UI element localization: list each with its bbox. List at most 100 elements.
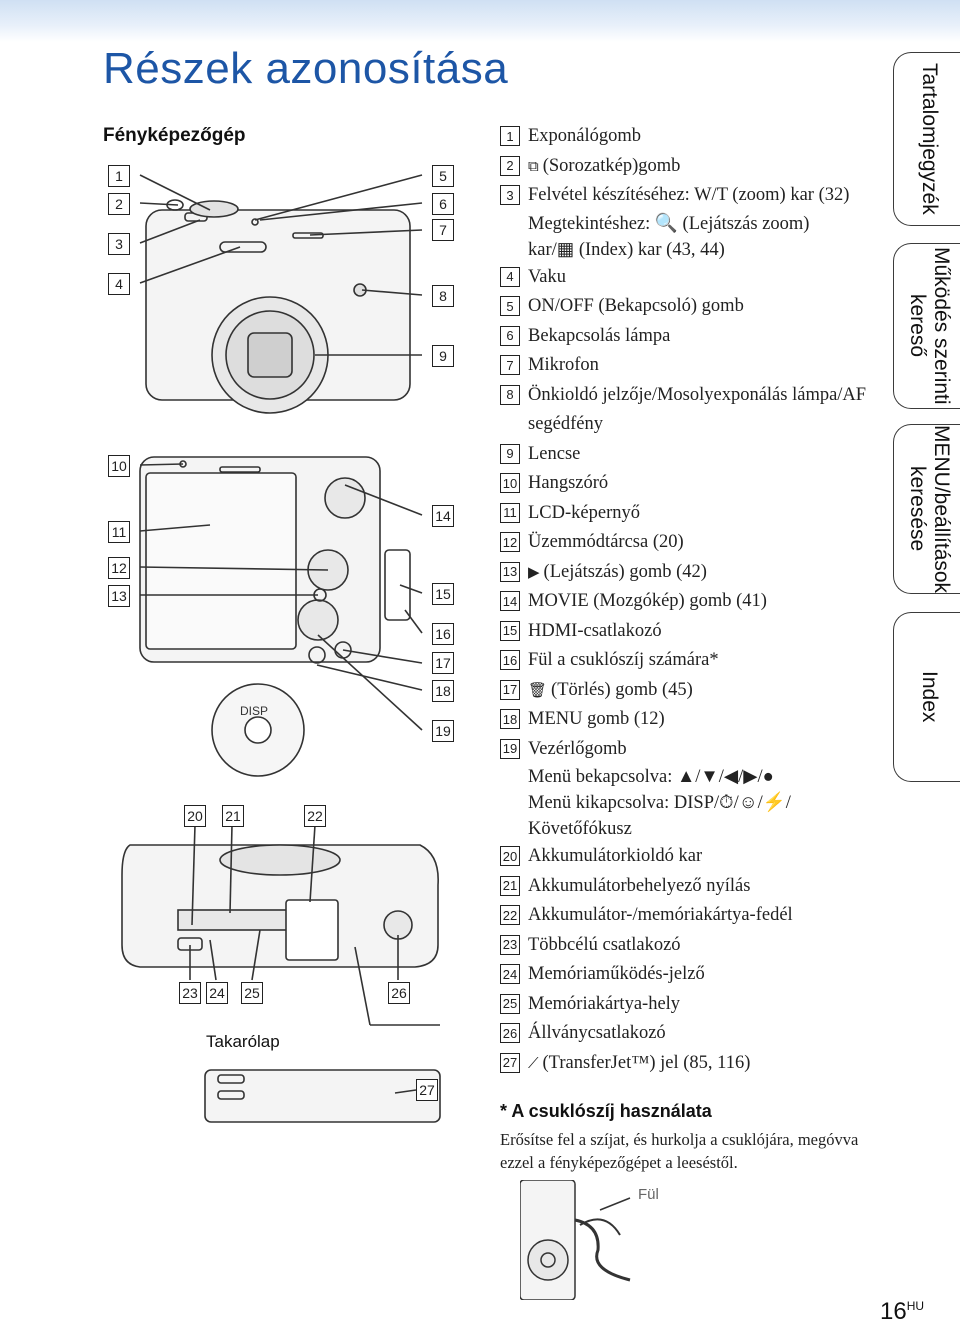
note-heading: * A csuklószíj használata [500,1101,712,1121]
part-number: 13 [500,561,520,582]
part-number: 5 [500,296,520,316]
part-number: 18 [500,709,520,729]
callout-17: 17 [432,652,454,674]
part-number: 14 [500,591,520,611]
top-banner [0,0,960,42]
part-label: (Sorozatkép)gomb [542,155,681,176]
part-number: 16 [500,650,520,670]
part-label: Fül a csuklószíj számára* [528,650,719,670]
cover-label: Takarólap [206,1032,280,1051]
part-number: 27 [500,1052,520,1073]
part-label: Többcélú csatlakozó [528,934,681,955]
part-number: 25 [500,993,520,1014]
tab-index[interactable]: Index [893,612,960,782]
strap-figure [519,1179,631,1301]
tab-contents[interactable]: Tartalomjegyzék [893,52,960,226]
part-label: Önkioldó jelzője/Mosolyexponálás lámpa/A… [528,384,867,435]
callout-11: 11 [108,521,130,543]
callout-13: 13 [108,585,130,607]
tab-operation-search[interactable]: Működés szerinti kereső [893,243,960,409]
part-label: Mikrofon [528,355,599,375]
callout-6: 6 [432,193,454,215]
callout-7: 7 [432,219,454,241]
camera-illustration [121,174,441,1123]
play-icon: ▶ [528,562,540,581]
callout-4: 4 [108,273,130,295]
callout-26: 26 [388,982,410,1004]
callout-18: 18 [432,680,454,702]
part-item-3: 3 Felvétel készítéséhez: W/T (zoom) kar (… [500,181,875,263]
part-number: 12 [500,532,520,552]
part-number: 3 [500,185,520,205]
part-number: 17 [500,679,520,700]
callout-16: 16 [432,623,454,645]
callout-14: 14 [432,505,454,527]
part-label: Akkumulátorbehelyező nyílás [528,875,751,896]
part-number: 4 [500,266,520,287]
part-sublabel: Menü bekapcsolva: ▲/▼/◀/▶/● [528,767,774,787]
burst-icon: ⧉ [528,156,539,175]
part-label: LCD-képernyő [528,502,640,523]
part-item-1: 1 Exponálógomb [500,122,875,152]
callout-27: 27 [416,1079,438,1101]
trash-icon: 🗑 [528,680,548,699]
callout-10: 10 [108,455,130,477]
part-label: Akkumulátor-/memóriakártya-fedél [528,905,793,925]
part-label: MOVIE (Mozgókép) gomb (41) [528,591,767,611]
part-sublabel: kar/▦ (Index) kar (43, 44) [528,239,725,260]
part-item-8: 8 Önkioldó jelzője/Mosolyexponálás lámpa/… [500,381,875,440]
part-number: 8 [500,384,520,405]
part-sublabel: Menü kikapcsolva: DISP/⏱/☺/⚡/ [528,793,791,813]
part-sublabel: Megtekintéshez: 🔍 (Lejátszás zoom) [528,213,810,234]
part-item-16: 16 Fül a csuklószíj számára* [500,646,875,676]
part-number: 2 [500,155,520,176]
part-label: Vaku [528,266,567,287]
section-subtitle: Fényképezőgép [103,125,246,146]
part-number: 19 [500,738,520,759]
strap-illustration: Fül [519,1179,659,1301]
part-item-20: 20 Akkumulátorkioldó kar [500,842,875,872]
part-label: MENU gomb (12) [528,709,665,729]
part-item-17: 17🗑(Törlés) gomb (45) [500,676,875,706]
part-item-2: 2 ⧉(Sorozatkép)gomb [500,152,875,182]
callout-15: 15 [432,583,454,605]
part-label: Lencse [528,443,581,464]
part-number: 22 [500,905,520,925]
part-label: Vezérlőgomb [528,738,627,759]
tab-menu-settings-search[interactable]: MENU/beállítások keresése [893,424,960,594]
part-number: 20 [500,846,520,866]
strap-label: Fül [638,1186,659,1203]
part-label: Hangszóró [528,473,609,493]
part-number: 1 [500,126,520,146]
callout-25: 25 [241,982,263,1004]
part-item-22: 22 Akkumulátor-/memóriakártya-fedél [500,901,875,931]
transferjet-icon: ⟋ [528,1053,539,1072]
page-number: 16HU [880,1298,925,1325]
part-item-27: 27⟋(TransferJet™) jel (85, 116) [500,1049,875,1079]
disp-label: DISP [240,704,269,718]
part-label: ON/OFF (Bekapcsoló) gomb [528,296,744,316]
part-sublabel: Követőfókusz [528,819,632,839]
callout-8: 8 [432,285,454,307]
callout-2: 2 [108,193,130,215]
part-label: Felvétel készítéséhez: W/T (zoom) kar (3… [528,185,850,205]
camera-diagram: 1 2 3 4 5 6 7 8 9 10 11 12 13 14 15 16 1… [100,155,470,1140]
part-item-5: 5 ON/OFF (Bekapcsoló) gomb [500,292,875,322]
part-label: Memóriaműködés-jelző [528,964,705,984]
callout-23: 23 [179,982,201,1004]
part-number: 21 [500,875,520,896]
part-number: 6 [500,325,520,346]
part-item-13: 13▶(Lejátszás) gomb (42) [500,558,875,588]
callout-19: 19 [432,720,454,742]
part-label: Akkumulátorkioldó kar [528,846,703,866]
part-item-14: 14 MOVIE (Mozgókép) gomb (41) [500,587,875,617]
part-label: Exponálógomb [528,126,642,146]
